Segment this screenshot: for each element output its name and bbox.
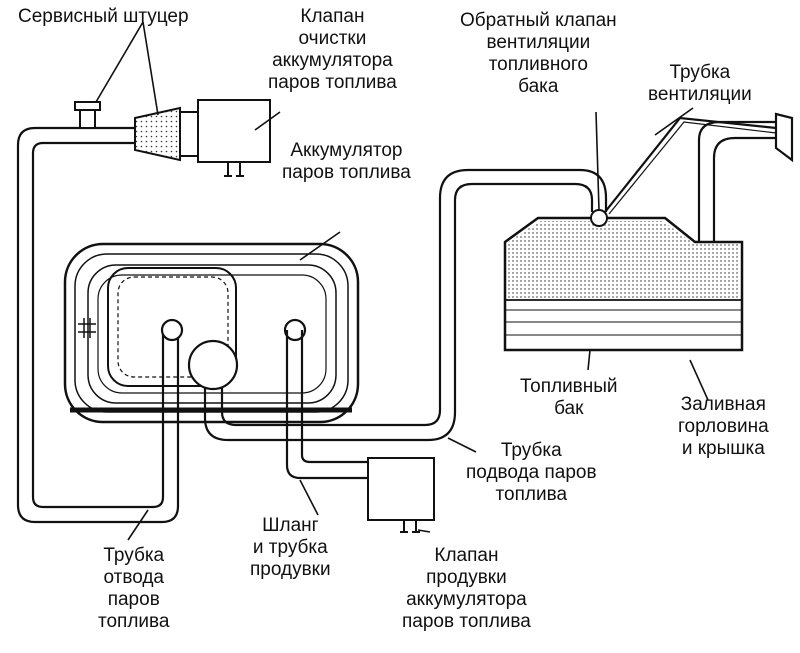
service-connector-shape: [134, 106, 199, 162]
purge-valve-bottom-shape: [367, 457, 435, 533]
label-tank-vent-check-valve: Обратный клапан вентиляции топливного ба…: [460, 10, 617, 97]
fuel-tank-shape: [503, 216, 744, 352]
label-vapor-canister: Аккумулятор паров топлива: [282, 140, 411, 183]
purge-hose-shape: [285, 330, 368, 480]
vapor-outlet-tube-shape: [16, 126, 180, 524]
leader-lines: [95, 21, 709, 541]
purge-valve-top-shape: [197, 99, 271, 177]
label-filler-neck-cap: Заливная горловина и крышка: [678, 394, 769, 459]
canister-ports-shape: [160, 318, 307, 391]
label-purge-hose-tube: Шланг и трубка продувки: [250, 515, 331, 580]
vapor-canister-shape: [63, 242, 360, 424]
label-canister-purge-valve: Клапан продувки аккумулятора паров топли…: [402, 545, 531, 632]
label-purge-valve-canister: Клапан очистки аккумулятора паров топлив…: [268, 6, 397, 93]
label-service-port: Сервисный штуцер: [18, 6, 189, 27]
label-vapor-supply-tube: Трубка подвода паров топлива: [466, 440, 597, 505]
label-vent-tube: Трубка вентиляции: [648, 62, 752, 105]
service-port-shape: [74, 101, 101, 129]
vapor-supply-tube-shape: [203, 168, 608, 442]
label-vapor-outlet-tube: Трубка отвода паров топлива: [98, 545, 170, 632]
check-valve-shape: [590, 209, 608, 227]
label-fuel-tank: Топливный бак: [520, 376, 618, 419]
